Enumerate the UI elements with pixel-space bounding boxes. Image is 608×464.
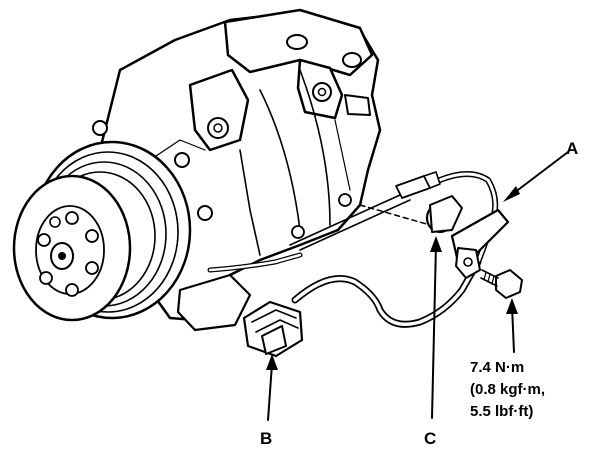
harness-bracket-a <box>450 208 510 279</box>
callout-a-label: A <box>566 139 578 158</box>
torque-spec-line1: 7.4 N·m <box>470 359 524 376</box>
callout-b-label: B <box>260 429 272 448</box>
callout-c-label: C <box>424 429 436 448</box>
arrow-b-head <box>266 354 278 370</box>
arrow-torque-head <box>506 298 518 314</box>
mounting-bolt <box>480 269 523 299</box>
torque-spec-line3: 5.5 lbf·ft) <box>470 403 533 420</box>
torque-spec-line2: (0.8 kgf·m, <box>470 381 545 398</box>
connector-b <box>242 300 304 358</box>
arrow-c-head <box>430 236 442 252</box>
clutch-pulley <box>12 140 192 322</box>
leader-lines <box>266 151 569 421</box>
sensor-c <box>425 195 463 234</box>
wire-harness <box>207 171 499 328</box>
arrow-a-head <box>503 186 520 202</box>
